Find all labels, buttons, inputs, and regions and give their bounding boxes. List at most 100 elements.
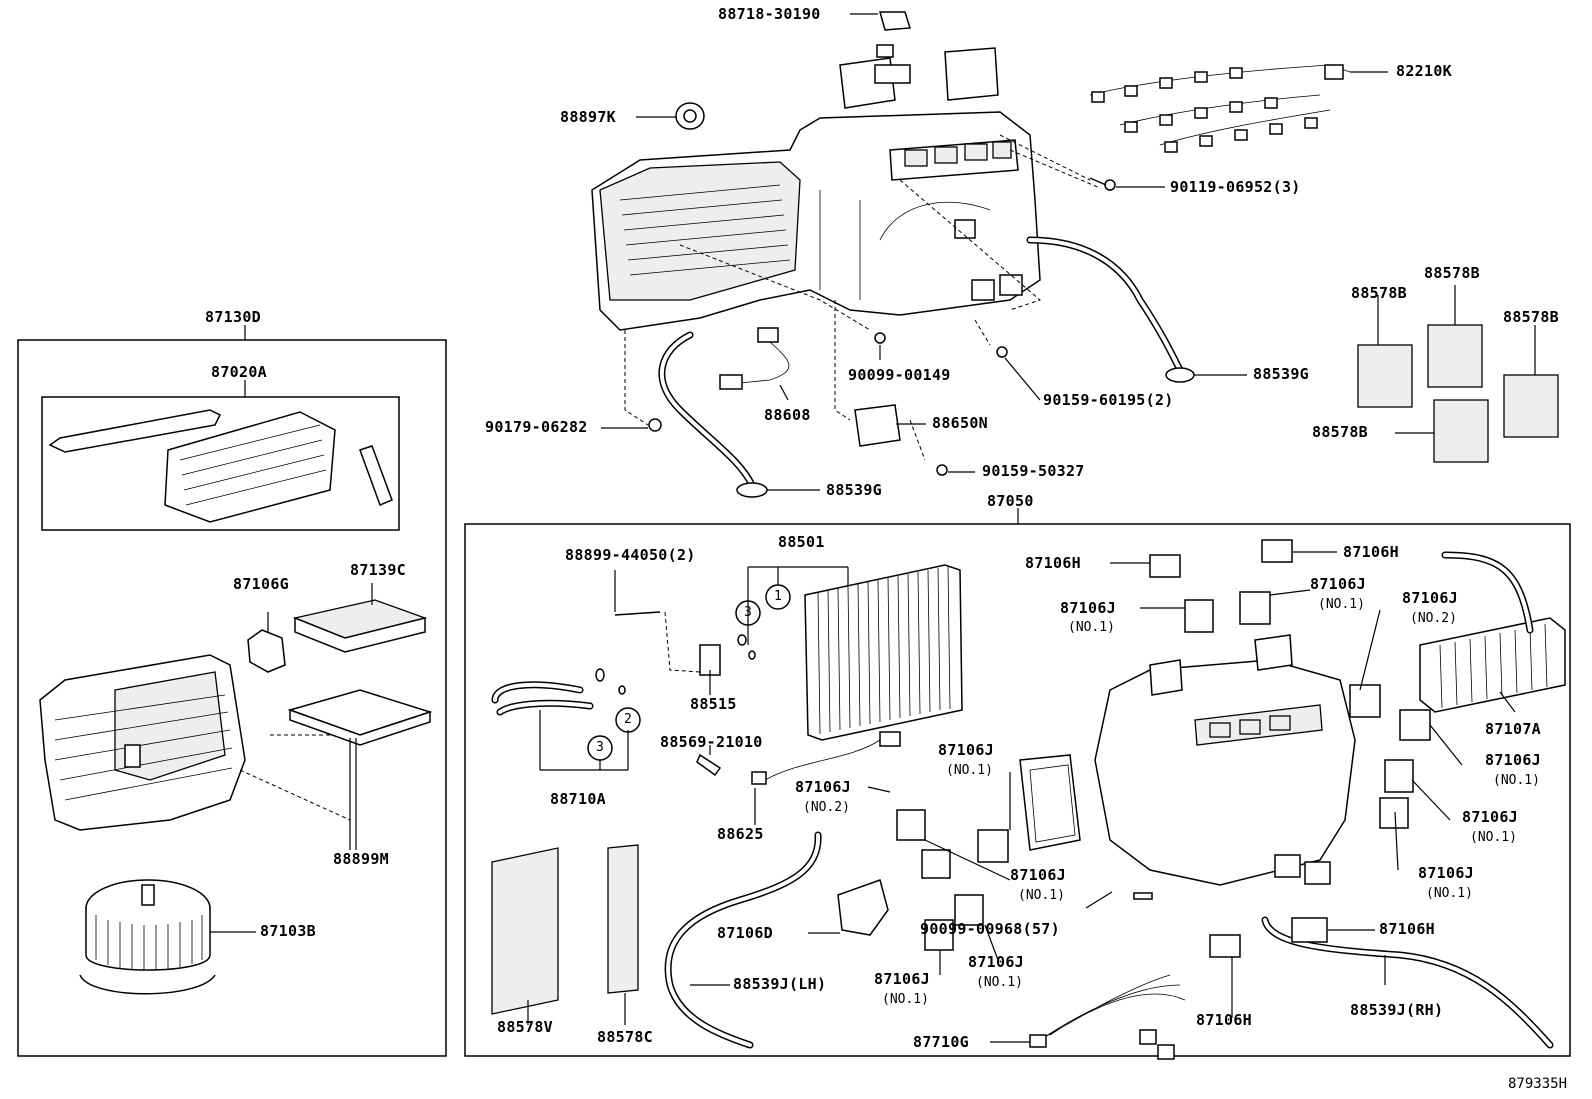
label-88608: 88608 (764, 406, 811, 424)
label-90159-60195: 90159-60195(2) (1043, 391, 1174, 409)
pad-88578B-1 (1357, 344, 1413, 408)
label-90179-06282: 90179-06282 (485, 418, 588, 436)
label-88578B-right: 88578B (1503, 308, 1559, 326)
filter-88578V (491, 847, 559, 1015)
label-87106J-j: 87106J (968, 953, 1024, 971)
label-88578B-left: 88578B (1351, 284, 1407, 302)
actuator-87106G (247, 629, 286, 673)
callout-3a: 3 (744, 605, 752, 620)
label-88539G-upper: 88539G (1253, 365, 1309, 383)
label-87106H-d: 87106H (1196, 1011, 1252, 1029)
actuator-87106H-a (1149, 554, 1181, 578)
label-87106J-b: 87106J (1310, 575, 1366, 593)
actuator-87106J-a (1184, 599, 1214, 633)
actuator-87106J-g (896, 809, 926, 841)
label-87106H-c: 87106H (1379, 920, 1435, 938)
actuator-87106H-d (1291, 917, 1328, 943)
case-87020A (164, 411, 336, 523)
sensor-88608 (719, 374, 743, 390)
actuator-87106J-d (1399, 709, 1431, 741)
upper-hvac-unit-drawing (591, 44, 1041, 331)
bolt-88899-44050 (614, 611, 661, 616)
label-88539J-LH: 88539J(LH) (733, 975, 827, 993)
label-88578B-top: 88578B (1424, 264, 1480, 282)
actuator-87106D (837, 879, 889, 936)
seal-strip-87020A (48, 409, 222, 453)
label-87106J-i: 87106J (1010, 866, 1066, 884)
grommet-88539G-lower (736, 482, 768, 498)
note-87106J-g: (NO.1) (1470, 830, 1517, 845)
blower-case-drawing (39, 654, 246, 831)
actuator-87106J-b (1239, 591, 1271, 625)
wire-harness-87710G (1029, 974, 1186, 1060)
sensor-88625 (751, 771, 767, 785)
blower-motor-87103B (79, 879, 216, 995)
callout-1-circle (765, 584, 791, 610)
label-88578B-bottom: 88578B (1312, 423, 1368, 441)
clip-88569-21010 (696, 753, 722, 777)
actuator-87106J-i (977, 829, 1009, 863)
note-87106J-e: (NO.2) (803, 800, 850, 815)
label-88578V: 88578V (497, 1018, 553, 1036)
label-87107A: 87107A (1485, 720, 1541, 738)
callout-3b: 3 (596, 740, 604, 755)
label-88515: 88515 (690, 695, 737, 713)
actuator-87106J-e (1384, 759, 1414, 793)
note-87106J-c: (NO.2) (1410, 611, 1457, 626)
lower-hvac-unit-drawing (1019, 634, 1356, 886)
label-87106D: 87106D (717, 924, 773, 942)
actuator-87106J-j (924, 919, 954, 951)
callout-2-circle (615, 707, 641, 733)
label-87130D: 87130D (205, 308, 261, 326)
note-87106J-f: (NO.1) (1493, 773, 1540, 788)
note-87106J-i: (NO.1) (1018, 888, 1065, 903)
callout-3a-circle (735, 600, 761, 626)
label-88569-21010: 88569-21010 (660, 733, 763, 751)
label-88897K: 88897K (560, 108, 616, 126)
label-90159-50327: 90159-50327 (982, 462, 1085, 480)
note-87106J-j: (NO.1) (976, 975, 1023, 990)
actuator-87106J-c (1349, 684, 1381, 718)
clip-88718-30190 (879, 11, 911, 31)
label-87106J-f: 87106J (1485, 751, 1541, 769)
pad-88578B-4 (1433, 399, 1489, 463)
label-88718-30190: 88718-30190 (718, 5, 821, 23)
note-87106J-h: (NO.1) (1426, 886, 1473, 901)
callout-1: 1 (774, 589, 782, 604)
label-87106J-e: 87106J (795, 778, 851, 796)
actuator-87106J-h (921, 849, 951, 879)
filter-88578C (607, 844, 639, 994)
group-box-87020A (41, 396, 400, 531)
label-88899-44050: 88899-44050(2) (565, 546, 696, 564)
label-87106J-k: 87106J (874, 970, 930, 988)
label-87103B: 87103B (260, 922, 316, 940)
label-88625: 88625 (717, 825, 764, 843)
actuator-87106H-c (1209, 934, 1241, 958)
label-87106J-c: 87106J (1402, 589, 1458, 607)
grommet-88539G-upper (1165, 367, 1195, 383)
wire-harness-82210K (1089, 64, 1351, 153)
label-90119-06952: 90119-06952(3) (1170, 178, 1301, 196)
heater-core-87107A (1419, 551, 1566, 713)
label-88710A: 88710A (550, 790, 606, 808)
label-87050: 87050 (987, 492, 1034, 510)
pad-88578B-3 (1503, 374, 1559, 438)
label-87106J-d: 87106J (938, 741, 994, 759)
module-88650N (854, 404, 901, 447)
note-87106J-a: (NO.1) (1068, 620, 1115, 635)
note-87106J-b: (NO.1) (1318, 597, 1365, 612)
label-87020A: 87020A (211, 363, 267, 381)
label-87106H-b: 87106H (1343, 543, 1399, 561)
label-88539J-RH: 88539J(RH) (1350, 1001, 1444, 1019)
label-88899M: 88899M (333, 850, 389, 868)
label-87106H-a: 87106H (1025, 554, 1081, 572)
callout-2: 2 (624, 712, 632, 727)
diagram-id: 879335H (1508, 1076, 1568, 1092)
evaporator-88501 (804, 564, 963, 741)
label-87139C: 87139C (350, 561, 406, 579)
actuator-87106J-k (954, 894, 984, 926)
label-87106J-g: 87106J (1462, 808, 1518, 826)
label-88501: 88501 (778, 533, 825, 551)
